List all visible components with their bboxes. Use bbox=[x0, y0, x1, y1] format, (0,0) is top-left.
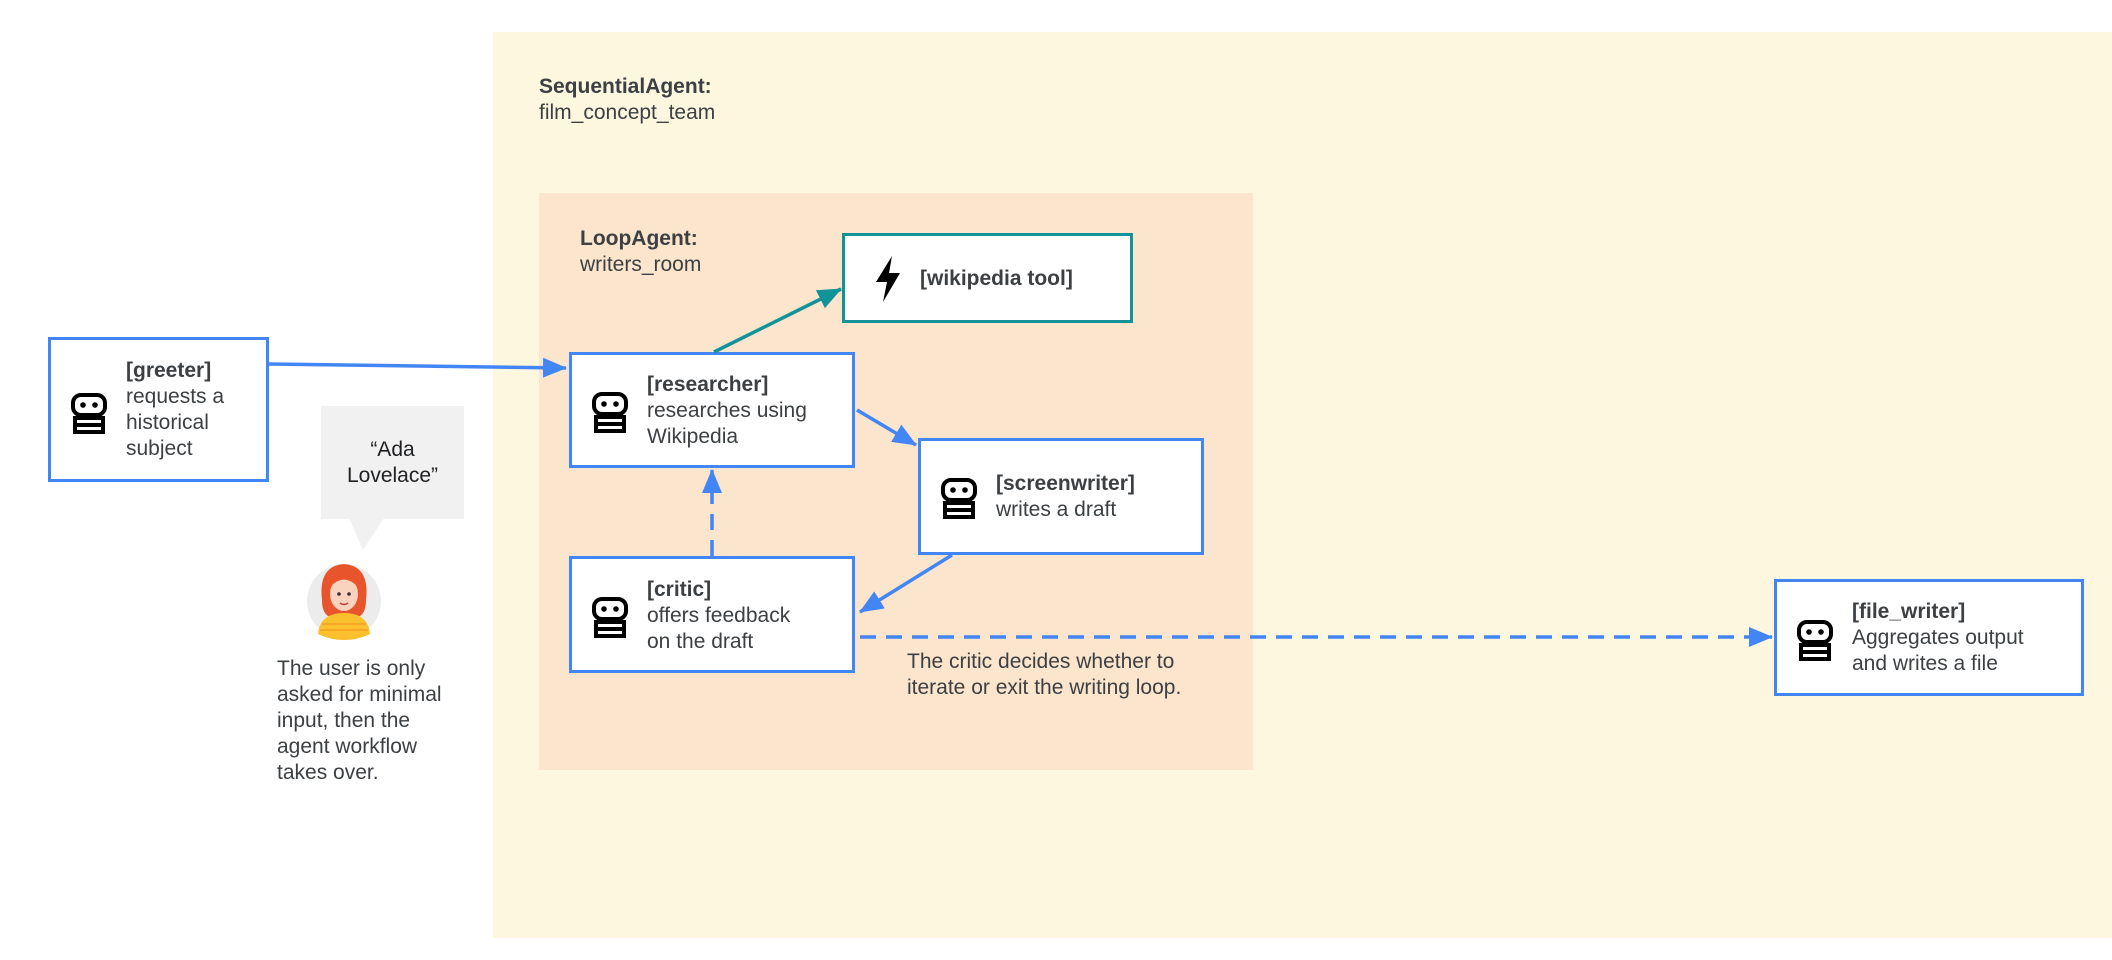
screenwriter-agent-box: [screenwriter] writes a draft bbox=[918, 438, 1204, 555]
robot-icon bbox=[592, 597, 628, 638]
lightning-icon bbox=[876, 256, 900, 302]
speech-bubble-tail bbox=[349, 518, 384, 550]
critic-desc: offers feedback on the draft bbox=[647, 604, 791, 653]
speech-bubble: “Ada Lovelace” bbox=[321, 406, 464, 519]
sequential-agent-title: SequentialAgent: bbox=[539, 75, 712, 98]
robot-icon bbox=[941, 478, 977, 519]
screenwriter-name: [screenwriter] bbox=[996, 472, 1135, 495]
researcher-desc: researches using Wikipedia bbox=[647, 399, 807, 448]
file-writer-name: [file_writer] bbox=[1852, 600, 1966, 623]
loop-agent-name: writers_room bbox=[580, 253, 702, 276]
robot-icon bbox=[71, 393, 107, 434]
greeter-agent-box: [greeter] requests a historical subject bbox=[48, 337, 269, 482]
critic-agent-box: [critic] offers feedback on the draft bbox=[569, 556, 855, 673]
sequential-agent-name: film_concept_team bbox=[539, 101, 716, 124]
greeter-name: [greeter] bbox=[126, 359, 212, 382]
robot-icon bbox=[1797, 620, 1833, 661]
file-writer-desc: Aggregates output and writes a file bbox=[1852, 626, 2024, 675]
wikipedia-tool-box: [wikipedia tool] bbox=[842, 233, 1133, 323]
user-avatar-icon bbox=[307, 564, 381, 640]
user-note: The user is only asked for minimal input… bbox=[277, 657, 442, 784]
researcher-agent-box: [researcher] researches using Wikipedia bbox=[569, 352, 855, 468]
robot-icon bbox=[592, 392, 628, 433]
screenwriter-desc: writes a draft bbox=[996, 498, 1117, 521]
loop-agent-title: LoopAgent: bbox=[580, 227, 698, 250]
file-writer-agent-box: [file_writer] Aggregates output and writ… bbox=[1774, 579, 2084, 696]
greeter-desc: requests a historical subject bbox=[126, 385, 225, 460]
critic-note: The critic decides whether to iterate or… bbox=[907, 650, 1182, 699]
critic-name: [critic] bbox=[647, 578, 712, 601]
wikipedia-tool-name: [wikipedia tool] bbox=[920, 267, 1073, 290]
researcher-name: [researcher] bbox=[647, 373, 769, 396]
